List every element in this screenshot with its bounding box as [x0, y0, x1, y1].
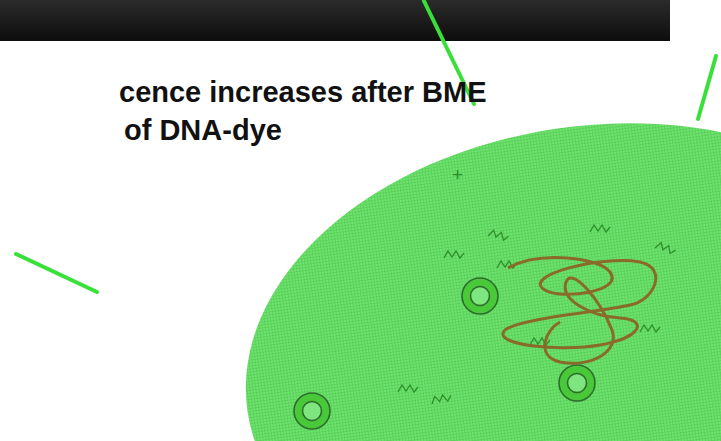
glow-rays [16, 1, 716, 292]
dna-strand [503, 258, 656, 364]
cell-body [215, 80, 721, 441]
charge-sign: + [452, 164, 463, 186]
vesicles [294, 278, 595, 429]
heading-text: cence increases after BME [119, 76, 487, 109]
heading-text: of DNA-dye [124, 114, 282, 147]
header-bar [0, 0, 670, 41]
dye-molecules [398, 225, 676, 404]
